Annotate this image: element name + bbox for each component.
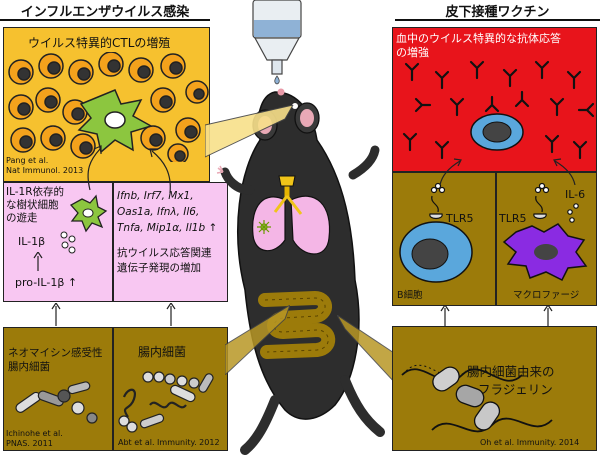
bcell-tlr5: TLR5 [446,212,474,226]
gene-note-1: 抗ウイルス応答関連 [117,247,212,260]
macro-label: マクロファージ [513,290,579,302]
right-header: 皮下接種ワクチン [395,1,600,20]
right-header-rule [395,19,600,21]
dc-label-3: の遊走 [6,212,38,225]
flagellin-to-bcell-arrow [440,305,450,327]
neo-citation-2: PNAS. 2011 [6,439,53,449]
flagellin-callout-wedge [337,315,397,385]
flagellin-to-macro-arrow [543,305,553,327]
left-header-rule [0,19,210,21]
antibodies-illustration [392,60,597,170]
gut-title: 腸内細菌 [138,345,186,360]
macro-to-antibody-arrow [545,155,585,185]
flagellin-bacteria-illustration [392,335,597,445]
lung-callout-wedge [205,105,315,185]
macrophage-illustration [496,182,597,292]
neo-title-1: ネオマイシン感受性 [8,347,103,360]
il1b-arrow [33,252,43,272]
mouse-illustration [205,0,385,455]
neo-bacteria-illustration [8,378,108,428]
antibody-title-1: 血中のウイルス特異的な抗体応答 [396,32,561,46]
gut-to-gene-arrow [166,303,176,327]
gene-list-3: Tnfa, Mip1α, Il1b ↑ [117,222,217,235]
left-header: インフルエンザウイルス感染 [0,1,210,20]
dc-label-2: な樹状細胞 [6,199,59,212]
bcell-illustration [392,182,496,292]
dendritic-cell-icon [68,193,108,233]
ctl-panel-title: ウイルス特異的CTLの増殖 [28,36,170,51]
neo-title-2: 腸内細菌 [8,361,50,374]
bcell-label: B細胞 [397,290,423,302]
gut-callout-wedge [225,305,290,375]
il1b-label: IL-1β [18,235,45,249]
dc-to-ctl-arrow [60,135,200,195]
gene-note-2: 遺伝子発現の増加 [117,262,201,275]
flagellin-citation: Oh et al. Immunity. 2014 [480,438,579,448]
neo-to-dc-arrow [51,303,61,327]
ctl-citation-1: Pang et al. [6,156,48,166]
gene-list-2: Oas1a, Ifnλ, Il6, [117,206,199,219]
neo-citation-1: Ichinohe et al. [6,429,63,439]
il1b-dots [58,229,78,255]
pro-il1b-label: pro-IL-1β ↑ [15,276,77,290]
dc-label-1: IL-1R依存的 [6,186,64,199]
antibody-title-2: の増強 [396,46,429,60]
bcell-to-antibody-arrow [430,155,470,185]
